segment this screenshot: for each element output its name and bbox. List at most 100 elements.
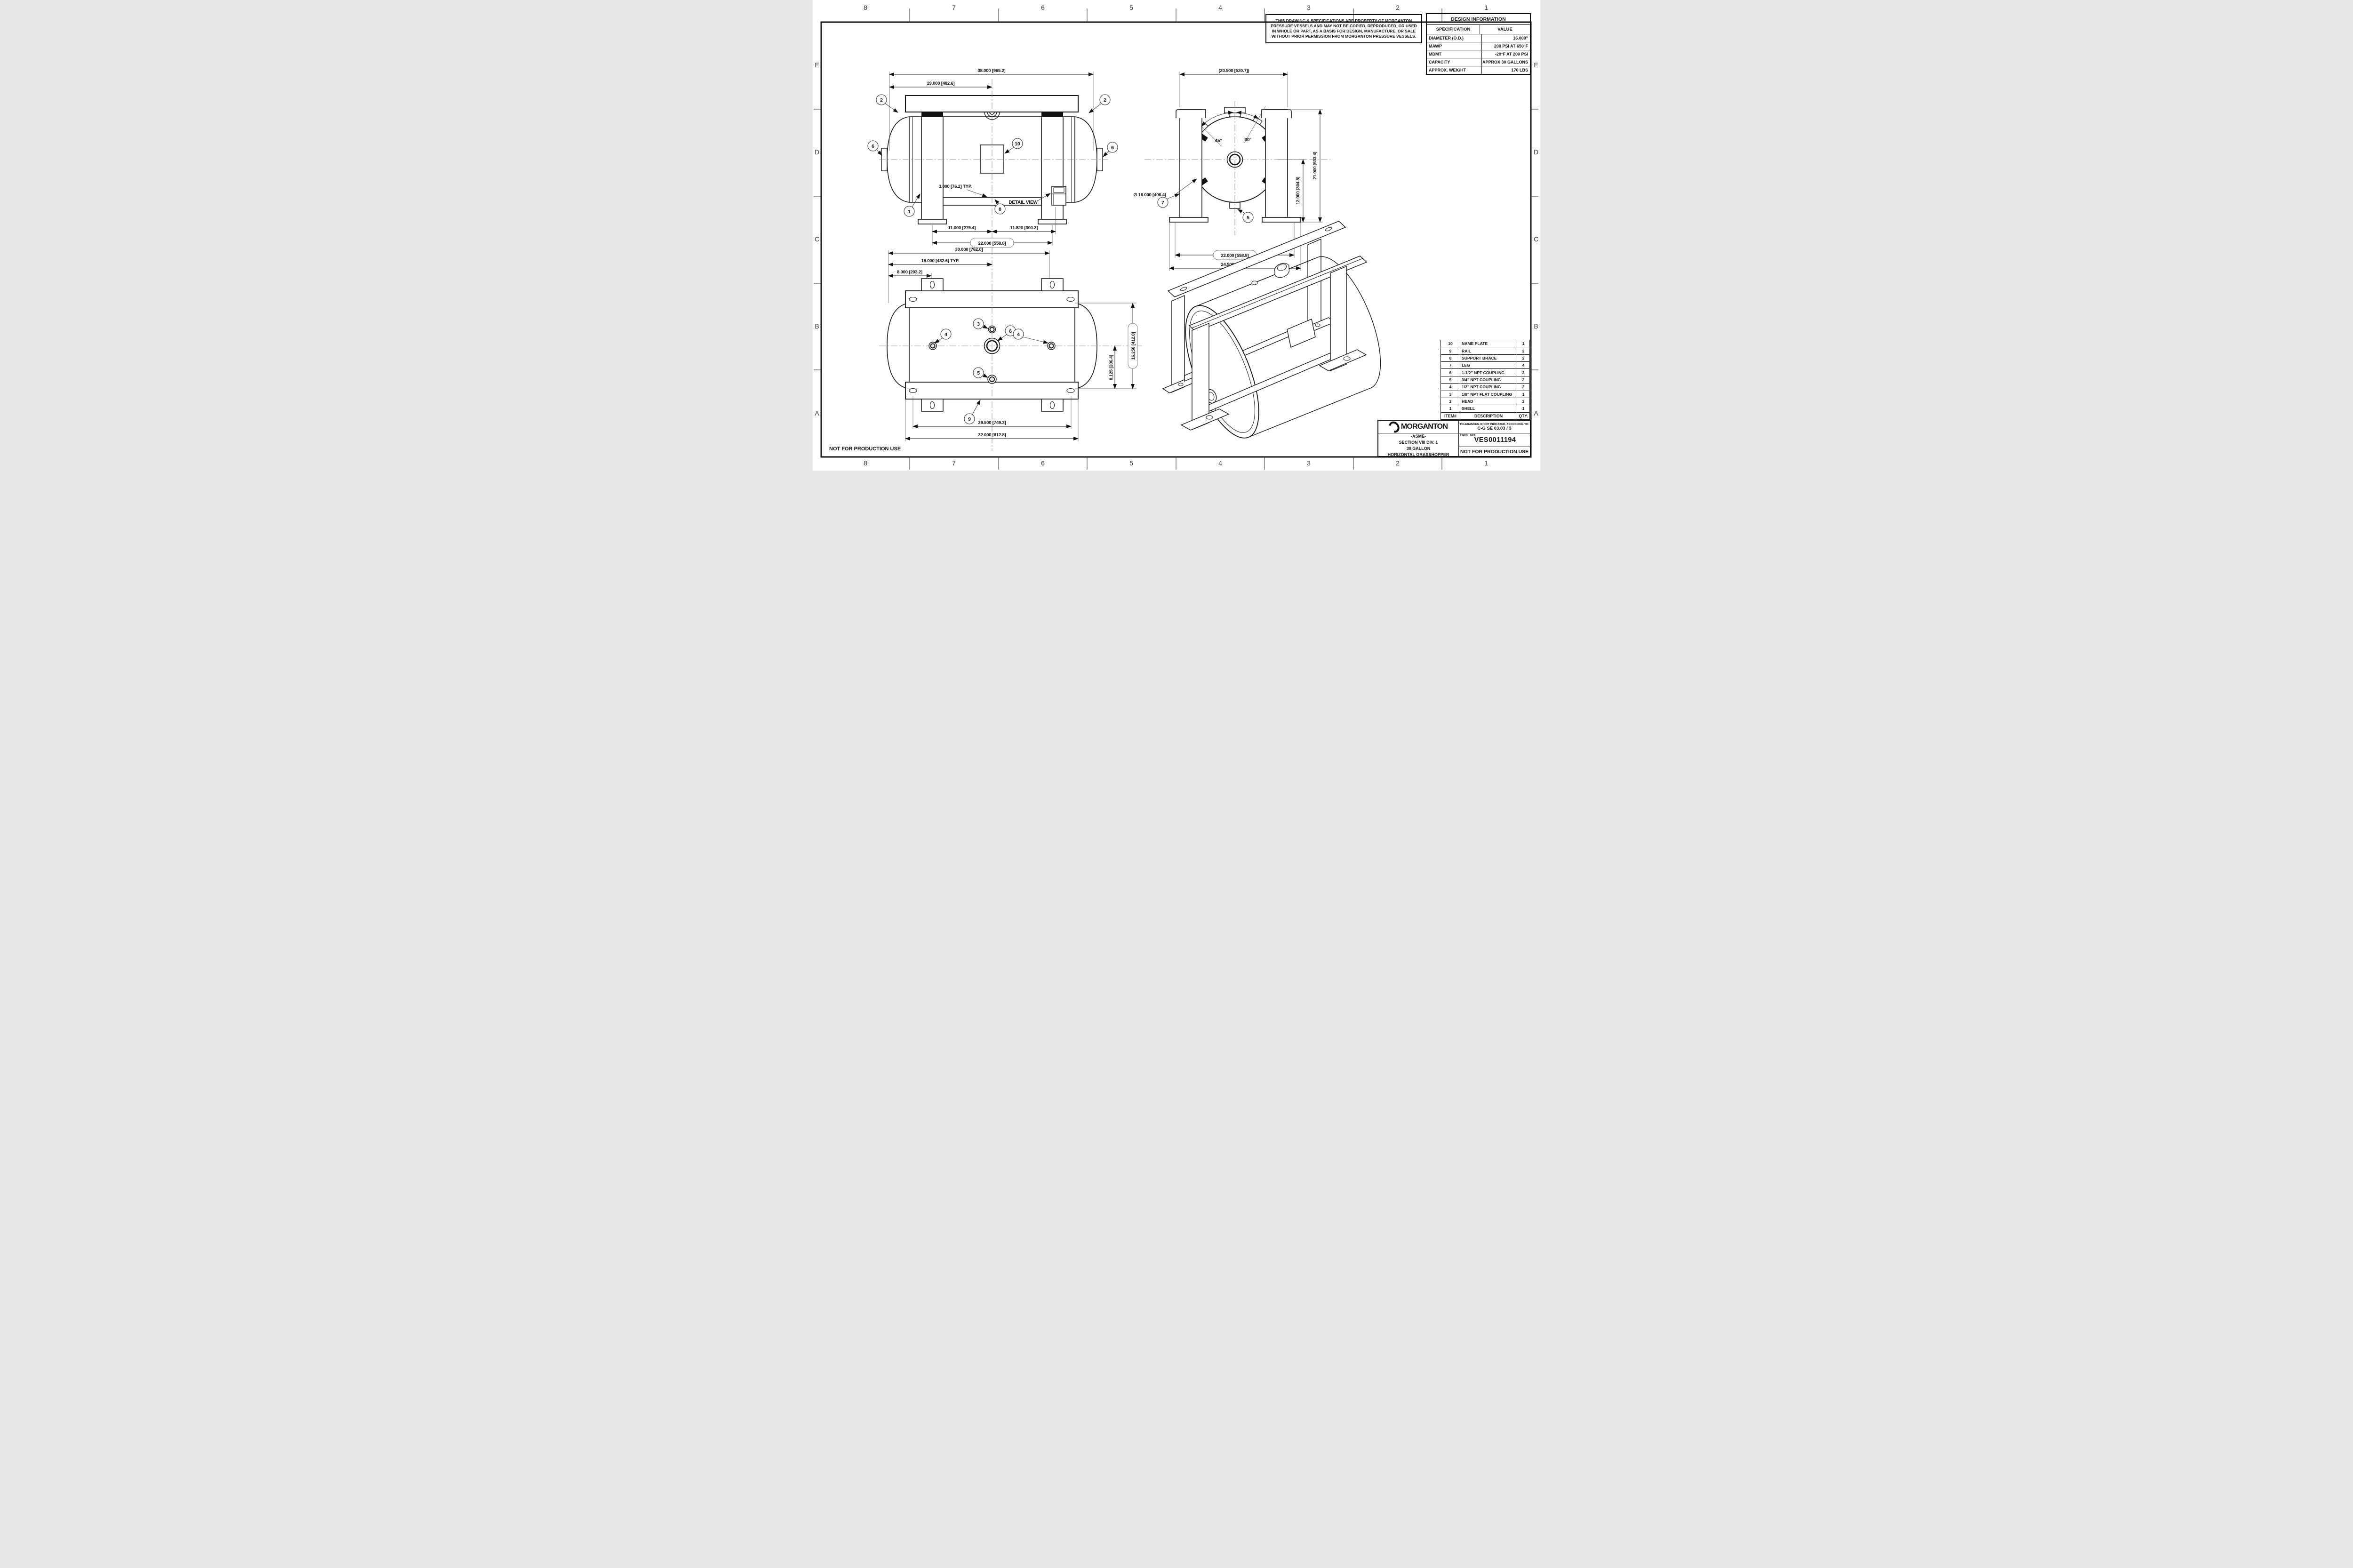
grid-col-label: 1 (1484, 459, 1488, 467)
dim-label: 8.125 [206.4] (1109, 355, 1114, 380)
leg-right (1265, 109, 1288, 218)
leg-pad (1041, 278, 1064, 291)
item-cell: 1 (1441, 405, 1460, 412)
item-cell: 4 (1441, 384, 1460, 391)
parts-header-row: ITEM# DESCRIPTION QTY. (1441, 412, 1529, 419)
spec-row: MAWP 200 PSI AT 650°F (1427, 42, 1530, 50)
balloon-coupling-left: 4 (944, 332, 947, 337)
grid-row-label: D (814, 148, 820, 156)
spec-cell: DIAMETER (O.D.) (1427, 34, 1482, 42)
leg-rear-left (1171, 295, 1185, 393)
foot-right (1038, 219, 1067, 224)
grid-col-label: 4 (1218, 4, 1222, 11)
flat-coupling (1251, 280, 1258, 285)
dwg-number-cell: DWG. NO. VES0011194 (1459, 433, 1530, 447)
value-cell: 16.000" (1513, 36, 1528, 40)
grid-row-label: E (815, 61, 819, 69)
dwg-number: VES0011194 (1474, 436, 1516, 444)
notice-line: WITHOUT PRIOR PERMISSION FROM MORGANTON … (1271, 34, 1417, 39)
balloon-flat-coupling: 3 (977, 321, 980, 327)
qty-cell: 2 (1517, 398, 1529, 405)
grid-col-label: 8 (864, 4, 867, 11)
spec-cell: MAWP (1427, 42, 1482, 50)
design-info-title: DESIGN INFORMATION (1427, 14, 1530, 25)
dim-label: 21.000 [533.4] (1313, 152, 1318, 179)
grid-row-label: A (815, 409, 819, 417)
angle-label-30: 30° (1244, 137, 1251, 143)
foot-right (1262, 217, 1301, 223)
qty-cell: 2 (1517, 376, 1529, 384)
leg-pad (921, 399, 944, 412)
balloon-head-left: 2 (880, 97, 883, 103)
dim-label: (20.500 [520.7]) (1219, 68, 1249, 73)
grid-col-label: 8 (864, 459, 867, 467)
balloon-name-plate: 10 (1015, 141, 1020, 147)
grid-col-label: 7 (952, 4, 956, 11)
foot-left (918, 219, 947, 224)
desc-line: HORIZONTAL GRASSHOPPER (1387, 452, 1449, 457)
balloon-coupling-right: 6 (1111, 145, 1114, 151)
brand-name: MORGANTON (1401, 423, 1448, 431)
desc-cell: 1/2" NPT COUPLING (1462, 384, 1501, 390)
item-cell: 10 (1441, 340, 1460, 347)
grid-col-label: 7 (952, 459, 956, 467)
rail-front (905, 95, 1079, 112)
balloon-rail: 9 (968, 416, 971, 422)
grid-col-label: 5 (1129, 4, 1133, 11)
item-cell: 7 (1441, 362, 1460, 369)
qty-cell: 4 (1517, 362, 1529, 369)
dim-label: 11.000 [279.4] (948, 225, 976, 231)
dim-label: 3.000 [76.2] TYP. (939, 184, 972, 189)
dim-label: 11.820 [300.2] (1010, 225, 1038, 231)
footer-production-note: NOT FOR PRODUCTION USE (829, 446, 901, 452)
dwg-label: DWG. NO. (1460, 434, 1476, 437)
notice-line: THIS DRAWING & SPECIFICATIONS ARE PROPER… (1275, 18, 1412, 23)
property-notice: THIS DRAWING & SPECIFICATIONS ARE PROPER… (1265, 14, 1422, 43)
production-note: NOT FOR PRODUCTION USE (1460, 448, 1529, 455)
qty-cell: 3 (1517, 369, 1529, 376)
desc-cell: RAIL (1462, 348, 1472, 353)
item-header: ITEM# (1441, 412, 1460, 419)
leg-pad (921, 278, 944, 291)
grid-row-label: B (815, 322, 819, 330)
dim-label: 32.000 [812.8] (978, 432, 1006, 438)
balloon-callouts: 2 2 6 6 10 1 8 (867, 94, 1118, 217)
leg-front-left (1192, 322, 1209, 431)
drawing-description: -ASME- SECTION VIII DIV. 1 30 GALLON HOR… (1378, 433, 1458, 458)
head-rear (1318, 256, 1381, 388)
balloon-coupling-right: 4 (1017, 332, 1020, 337)
grid-col-label: 6 (1041, 4, 1045, 11)
dim-label: 8.000 [203.2] (897, 270, 922, 275)
front-view: 38.000 [965.2] 19.000 [482.6] 11.000 [27… (867, 68, 1118, 249)
drawing-sheet: 38.000 [965.2] 19.000 [482.6] 11.000 [27… (813, 0, 1540, 471)
head-left (887, 303, 910, 389)
grid-col-label: 3 (1307, 459, 1311, 467)
grid-row-label: C (1533, 235, 1539, 243)
qty-cell: 2 (1517, 347, 1529, 354)
spec-row: MDMT -20°F AT 200 PSI (1427, 50, 1530, 58)
balloon-leg: 7 (1161, 200, 1164, 206)
item-cell: 3 (1441, 391, 1460, 398)
grid-col-label: 2 (1396, 4, 1400, 11)
balloon-center-coupling: 6 (1009, 328, 1012, 334)
tolerances-value: C-G SE 03.03 / 3 (1477, 425, 1512, 431)
foot-left (1169, 217, 1209, 223)
grid-col-label: 1 (1484, 4, 1488, 11)
leg-rear-right (1307, 238, 1321, 334)
morganton-logo-icon (1386, 419, 1402, 435)
leg-left (921, 116, 944, 220)
brand-logo: MORGANTON (1378, 419, 1458, 435)
angle-label-45: 45° (1215, 138, 1222, 144)
notice-line: IN WHOLE OR PART, AS A BASIS FOR DESIGN,… (1272, 29, 1416, 33)
balloon-coupling-left: 6 (872, 144, 874, 149)
item-cell: 2 (1441, 398, 1460, 405)
rail-channel-left (1176, 109, 1206, 118)
grid-col-label: 6 (1041, 459, 1045, 467)
leg-pad (1041, 399, 1064, 412)
